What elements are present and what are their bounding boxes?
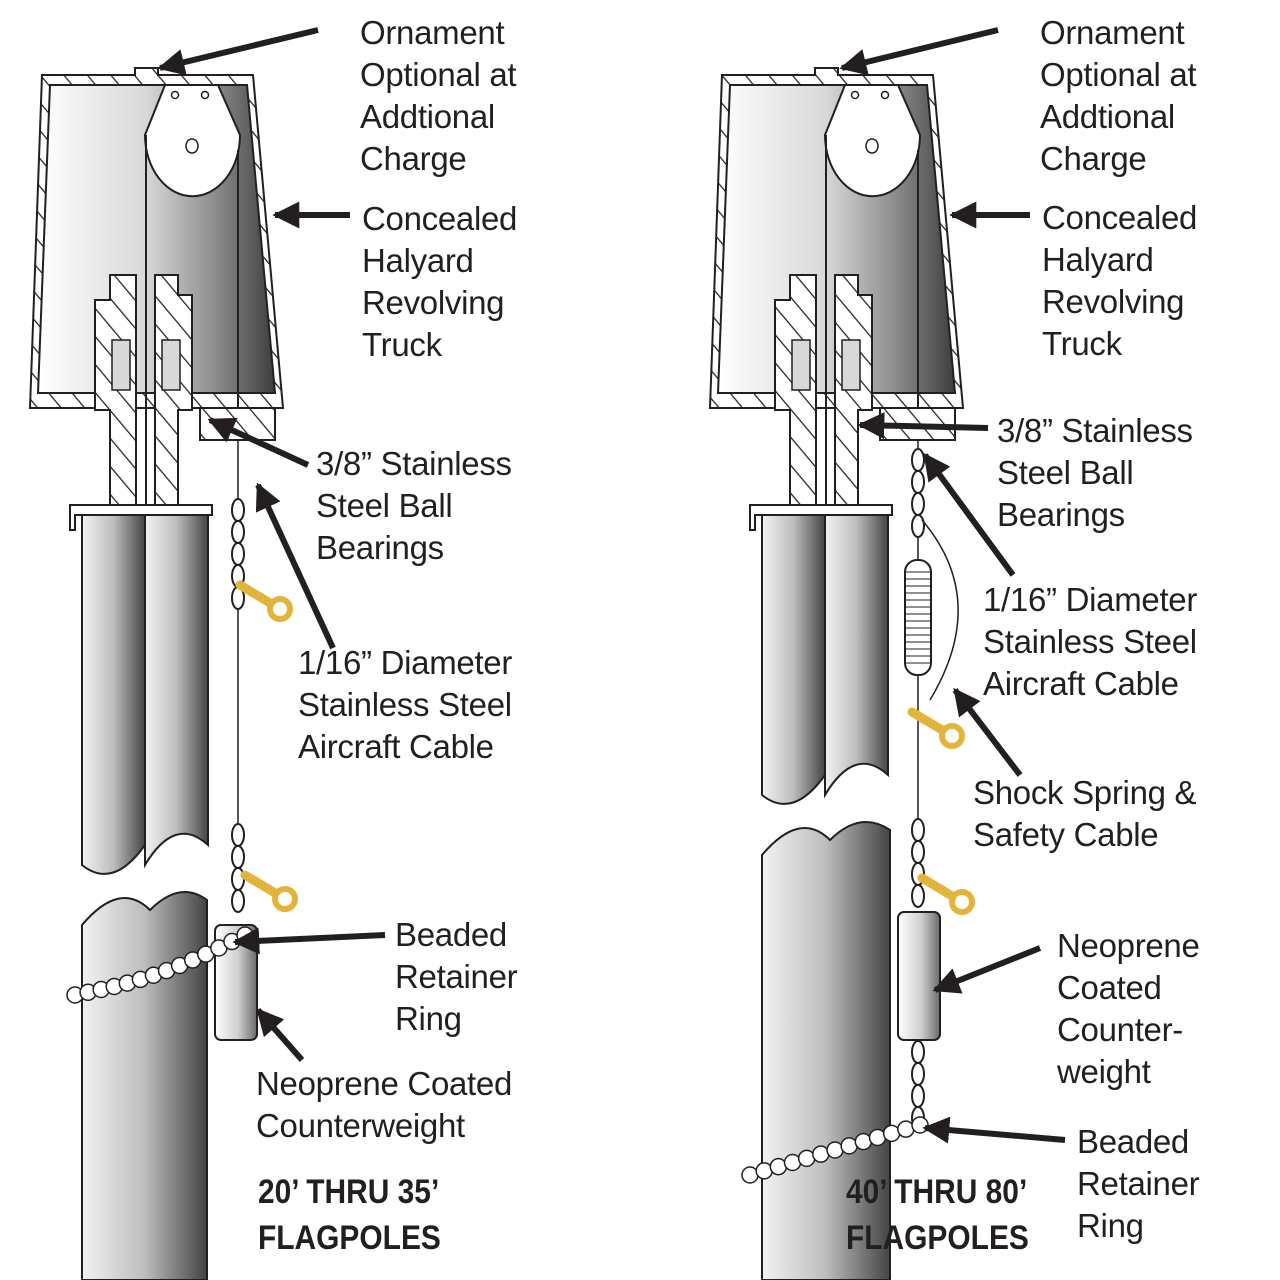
arrow-ornament <box>839 27 999 76</box>
label-ornament-right: Ornament Optional at Addtional Charge <box>1040 14 1197 177</box>
bearing-race <box>111 339 131 391</box>
pole-collar <box>69 504 213 531</box>
chain-link <box>231 823 245 847</box>
title-40-80-line2: FLAGPOLES <box>846 1219 1029 1257</box>
arrow-retainer <box>232 927 386 955</box>
rivet <box>170 90 180 100</box>
arrow-cable <box>255 482 336 650</box>
bearing-race <box>791 339 811 391</box>
label-bearings-left: 3/8” Stainless Steel Ball Bearings <box>316 445 512 566</box>
arrow-cable <box>922 452 1016 577</box>
label-truck-right: Concealed Halyard Revolving Truck <box>1042 199 1198 362</box>
chain-link <box>911 470 925 494</box>
arrow-ornament <box>157 27 319 76</box>
chain-link <box>911 1062 925 1086</box>
label-counterweight-right: Neoprene Coated Counter- weight <box>1057 927 1200 1090</box>
shock-spring <box>904 559 932 676</box>
panel-40-80-ft <box>708 27 1066 1280</box>
chain-link <box>231 845 245 869</box>
lower-pole <box>81 891 208 1280</box>
upper-pole-left <box>761 511 826 805</box>
bearing-race <box>161 339 181 391</box>
arrow-retainer <box>922 1116 1066 1144</box>
chain-link <box>231 542 245 566</box>
title-20-35-line2: FLAGPOLES <box>258 1219 441 1257</box>
label-bearings-right: 3/8” Stainless Steel Ball Bearings <box>997 412 1193 533</box>
chain-link <box>911 1040 925 1064</box>
rivet <box>880 90 890 100</box>
snap-hook-eye <box>949 889 975 915</box>
rivet <box>200 90 210 100</box>
chain-link <box>231 867 245 891</box>
upper-pole-left <box>81 514 146 875</box>
rivet <box>850 90 860 100</box>
chain-link <box>911 884 925 908</box>
label-retainer-left: Beaded Retainer Ring <box>395 916 518 1037</box>
arrow-bearings <box>207 417 310 468</box>
title-20-35-line1: 20’ THRU 35’ <box>258 1173 440 1211</box>
snap-hook-eye <box>267 596 293 622</box>
chain-link <box>911 1084 925 1108</box>
bearing-race <box>841 339 861 391</box>
chain-link <box>231 520 245 544</box>
pulley-axle <box>865 138 879 154</box>
snap-hook-body <box>240 870 280 898</box>
upper-pole-right <box>824 511 889 799</box>
chain-link <box>911 514 925 538</box>
arrow-bearings <box>857 412 989 440</box>
safety-cable <box>921 519 959 701</box>
arrow-counterweight <box>932 945 1042 994</box>
chain-link <box>911 492 925 516</box>
arrow-counterweight <box>255 1007 305 1062</box>
counterweight <box>897 911 941 1041</box>
label-shock-spring-right: Shock Spring & Safety Cable <box>973 774 1197 853</box>
snap-hook-body <box>907 707 947 735</box>
label-ornament-left: Ornament Optional at Addtional Charge <box>360 14 517 177</box>
label-retainer-right: Beaded Retainer Ring <box>1077 1123 1200 1244</box>
snap-hook-eye <box>939 723 965 749</box>
label-cable-right: 1/16” Diameter Stainless Steel Aircraft … <box>983 581 1198 702</box>
snap-hook-eye <box>272 886 298 912</box>
snap-hook-body <box>917 873 957 901</box>
label-cable-left: 1/16” Diameter Stainless Steel Aircraft … <box>298 644 513 765</box>
pulley-axle <box>185 138 199 154</box>
chain-link <box>911 840 925 864</box>
pole-collar <box>749 504 893 531</box>
chain-link <box>911 818 925 842</box>
label-truck-left: Concealed Halyard Revolving Truck <box>362 200 518 363</box>
upper-pole-right <box>144 514 209 869</box>
chain-link <box>231 498 245 522</box>
arrow-shock-spring <box>952 687 1023 777</box>
chain-link <box>911 448 925 472</box>
label-counterweight-left: Neoprene Coated Counterweight <box>256 1065 513 1144</box>
panel-20-35-ft <box>28 27 386 1280</box>
chain-link <box>231 889 245 913</box>
title-40-80-line1: 40’ THRU 80’ <box>846 1173 1028 1211</box>
snap-hook-body <box>235 580 275 608</box>
